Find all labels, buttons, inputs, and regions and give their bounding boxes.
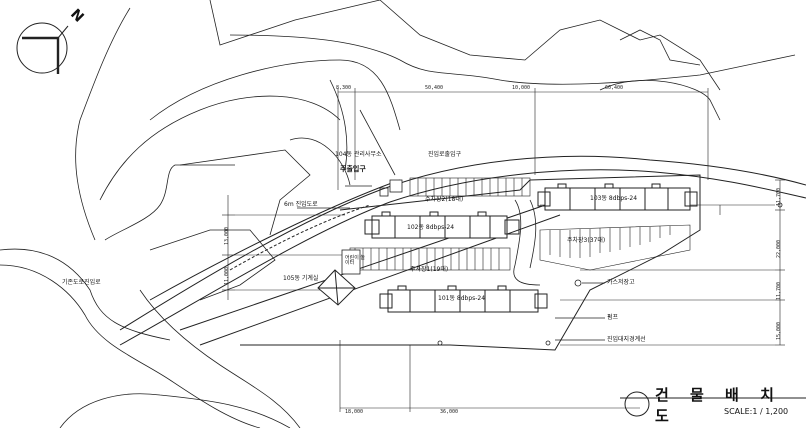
parking-2-label: 주차장2(18대)	[425, 196, 464, 203]
dim-right-4: 15,000	[776, 321, 782, 340]
playground-footprint	[341, 249, 361, 275]
dim-right-1: 11,700	[776, 187, 782, 206]
dim-left-2: 11,000	[224, 266, 230, 285]
building-104-label: 104동 관리사무소	[335, 151, 382, 158]
boundary-label: 진입대지경계선	[607, 336, 646, 343]
building-105-footprint	[317, 269, 356, 306]
parking-3-label: 주차장3(37대)	[567, 237, 606, 244]
dim-bottom-2: 36,000	[440, 409, 459, 415]
site-boundary	[240, 174, 701, 351]
north-arrow-icon	[16, 22, 69, 74]
building-102-label: 102동 8dbps-24	[407, 224, 455, 231]
parking-1-label: 주차장1(19대)	[410, 266, 449, 273]
dim-top-1: 8,300	[336, 85, 352, 91]
dim-right-3: 11,700	[776, 281, 782, 300]
title-block	[620, 391, 806, 417]
access-roads	[119, 155, 806, 346]
dim-right-2: 22,000	[776, 239, 782, 258]
road-6m-label: 6m 진입도로	[284, 201, 318, 208]
building-105-label: 105동 기계실	[283, 275, 319, 282]
dim-top-3: 10,000	[512, 85, 531, 91]
existing-road-label: 기존도로진입로	[62, 279, 101, 286]
building-101-label: 101동 8dbps-24	[438, 295, 486, 302]
site-markers	[297, 185, 783, 346]
gas-storage-label: 가스저장고	[607, 279, 635, 286]
dimension-lines	[222, 88, 785, 412]
dim-left-1: 13,000	[224, 226, 230, 245]
playground-label: 어린이 놀이터	[345, 255, 365, 266]
pump-label: 펌프	[607, 314, 619, 321]
main-entrance-label: 주출입구	[340, 165, 366, 173]
side-entrance-label: 진입로출입구	[428, 151, 462, 158]
dim-top-2: 50,400	[425, 85, 444, 91]
building-103-label: 103동 8dbps-24	[590, 195, 638, 202]
building-104-footprint	[379, 179, 403, 197]
drawing-scale: SCALE:1 / 1,200	[724, 407, 789, 416]
building-103-footprint	[537, 183, 698, 211]
dim-bottom-1: 18,000	[345, 409, 364, 415]
building-101-footprint	[379, 285, 548, 313]
dim-top-4: 60,400	[605, 85, 624, 91]
building-102-footprint	[364, 211, 520, 239]
drawing-title: 건 물 배 치 도	[655, 386, 782, 425]
internal-road	[513, 199, 541, 286]
